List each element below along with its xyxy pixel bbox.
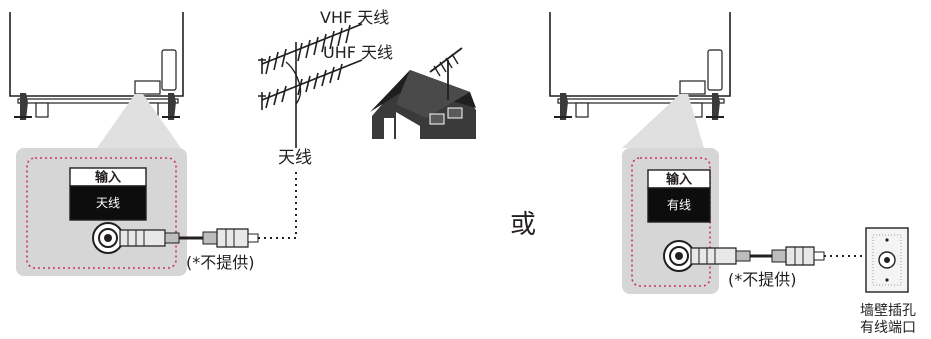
tv-rear-left [9, 12, 184, 148]
house-illustration [370, 47, 476, 139]
coax-cable-left [119, 170, 297, 248]
coax-cable-right [690, 246, 866, 266]
antenna-panel-title: 输入 [95, 170, 121, 186]
antenna-mast [258, 23, 363, 148]
not-provided-label-left: (*不提供) [186, 253, 255, 272]
cable-panel-title: 输入 [666, 172, 692, 188]
tv-rear-right [549, 12, 731, 148]
antenna-panel-subtitle: 天线 [96, 196, 120, 210]
antenna-input-panel: 输入 天线 [16, 148, 187, 276]
wall-jack [865, 227, 909, 293]
vhf-antenna-label: VHF 天线 [320, 8, 390, 27]
wall-jack-label-line1: 墙壁插孔 [860, 303, 916, 319]
wall-jack-label-line2: 有线端口 [860, 320, 916, 336]
antenna-label: 天线 [278, 148, 312, 168]
wall-jack-label: 墙壁插孔 有线端口 [850, 303, 926, 337]
cable-input-panel: 输入 有线 [622, 148, 719, 294]
or-label: 或 [510, 210, 537, 240]
not-provided-label-right: (*不提供) [728, 270, 797, 289]
cable-panel-subtitle: 有线 [667, 198, 691, 212]
uhf-antenna-label: UHF 天线 [323, 43, 394, 62]
